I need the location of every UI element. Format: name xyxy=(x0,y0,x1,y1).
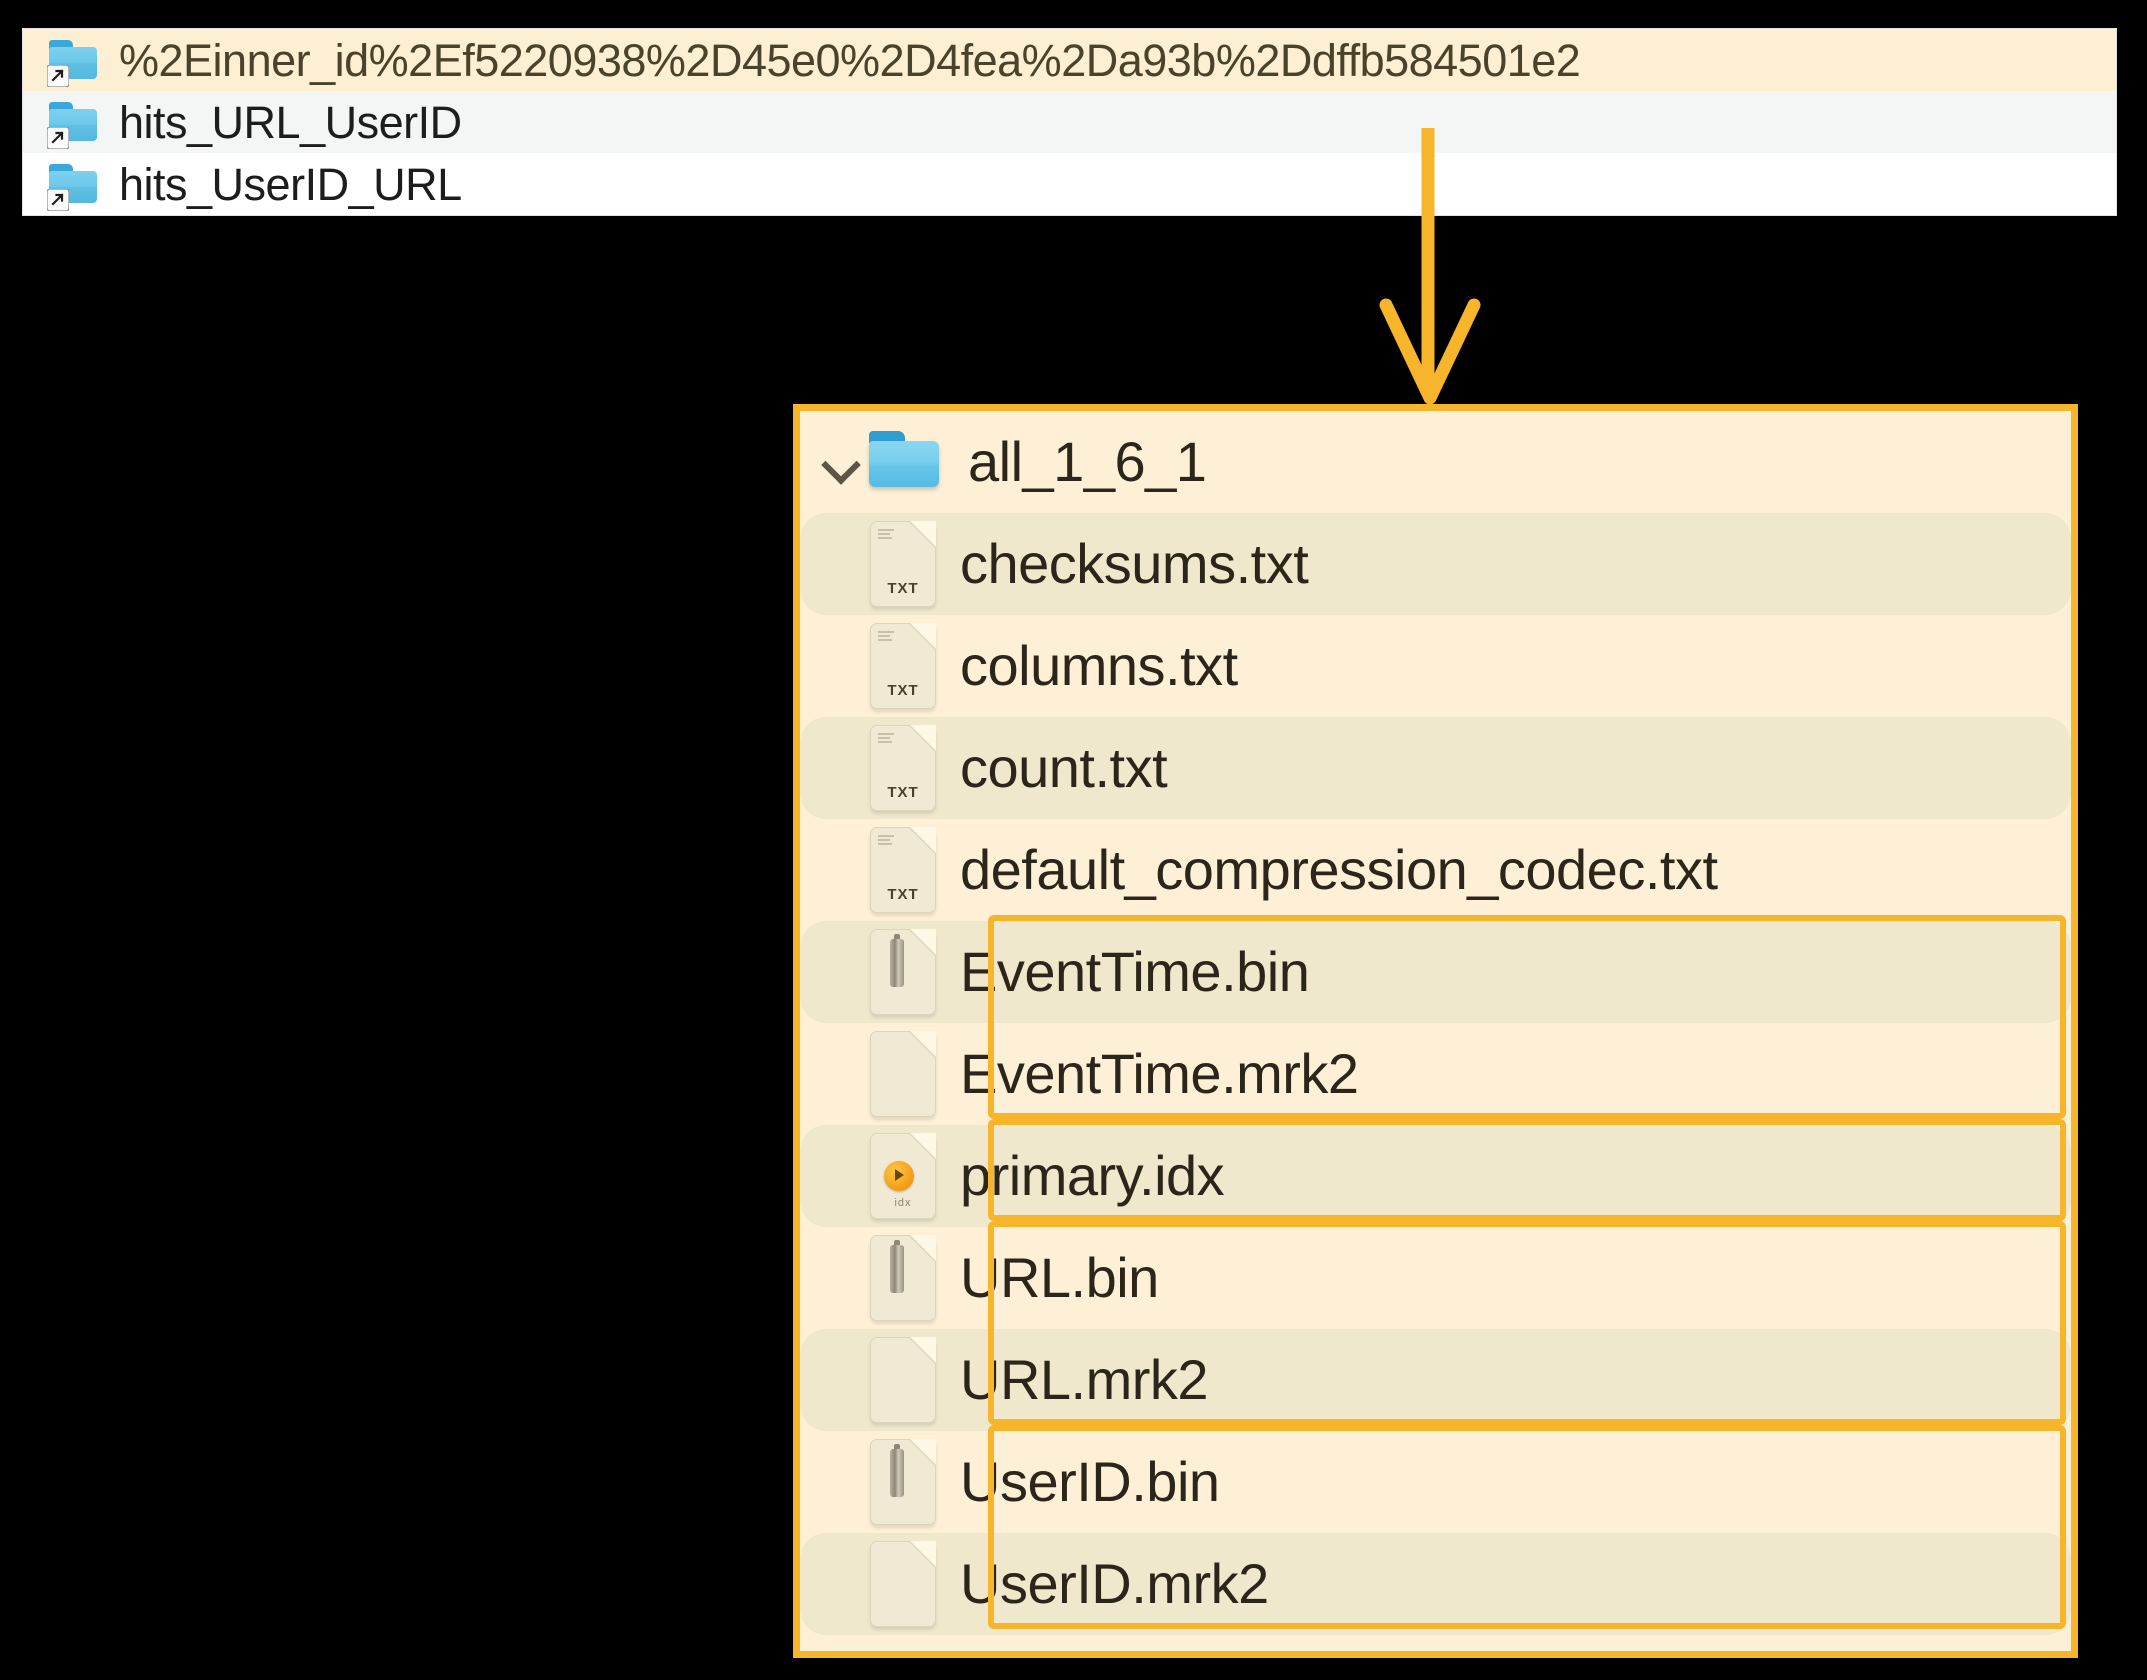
chevron-down-icon[interactable] xyxy=(818,440,862,484)
list-item-label: %2Einner_id%2Ef5220938%2D45e0%2D4fea%2Da… xyxy=(119,34,1581,86)
bin-file-icon xyxy=(870,929,936,1015)
file-kind-label: TXT xyxy=(887,886,919,903)
bin-file-icon xyxy=(870,1439,936,1525)
file-kind-label: TXT xyxy=(887,682,919,699)
txt-file-icon: TXT xyxy=(870,521,936,607)
file-row[interactable]: TXT default_compression_codec.txt xyxy=(800,819,2071,921)
list-item[interactable]: %2Einner_id%2Ef5220938%2D45e0%2D4fea%2Da… xyxy=(23,29,2116,91)
file-name-label: URL.bin xyxy=(960,1246,1159,1309)
txt-file-icon: TXT xyxy=(870,827,936,913)
txt-file-icon: TXT xyxy=(870,623,936,709)
file-row[interactable]: idx primary.idx xyxy=(800,1125,2071,1227)
file-row[interactable]: UserID.bin xyxy=(800,1431,2071,1533)
shortcut-arrow-glyph xyxy=(47,127,69,149)
folder-shortcut-icon xyxy=(47,98,101,149)
file-name-label: UserID.bin xyxy=(960,1450,1220,1513)
file-row[interactable]: TXT columns.txt xyxy=(800,615,2071,717)
file-name-label: EventTime.mrk2 xyxy=(960,1042,1359,1105)
blank-file-icon xyxy=(870,1337,936,1423)
file-row[interactable]: TXT checksums.txt xyxy=(800,513,2071,615)
file-name-label: UserID.mrk2 xyxy=(960,1552,1269,1615)
file-row[interactable]: TXT count.txt xyxy=(800,717,2071,819)
bin-file-icon xyxy=(870,1235,936,1321)
file-row[interactable]: EventTime.mrk2 xyxy=(800,1023,2071,1125)
file-name-label: URL.mrk2 xyxy=(960,1348,1209,1411)
file-row[interactable]: URL.bin xyxy=(800,1227,2071,1329)
list-item-label: hits_URL_UserID xyxy=(119,96,462,148)
txt-file-icon: TXT xyxy=(870,725,936,811)
blank-file-icon xyxy=(870,1031,936,1117)
file-name-label: default_compression_codec.txt xyxy=(960,838,1718,901)
shortcut-arrow-glyph xyxy=(47,65,69,87)
shortcut-arrow-glyph xyxy=(47,189,69,211)
list-item-label: hits_UserID_URL xyxy=(119,158,462,210)
idx-file-icon: idx xyxy=(870,1133,936,1219)
file-kind-label: TXT xyxy=(887,580,919,597)
file-kind-label: idx xyxy=(894,1197,912,1209)
file-row[interactable]: EventTime.bin xyxy=(800,921,2071,1023)
file-kind-label: TXT xyxy=(887,784,919,801)
file-name-label: columns.txt xyxy=(960,634,1238,697)
folder-icon xyxy=(868,431,946,493)
list-item[interactable]: hits_URL_UserID xyxy=(23,91,2116,153)
tree-root-row[interactable]: all_1_6_1 xyxy=(800,411,2071,513)
file-row[interactable]: URL.mrk2 xyxy=(800,1329,2071,1431)
top-file-list: %2Einner_id%2Ef5220938%2D45e0%2D4fea%2Da… xyxy=(22,28,2117,216)
expanded-part-panel: all_1_6_1 TXT checksums.txt TXT columns.… xyxy=(793,404,2078,1658)
folder-label: all_1_6_1 xyxy=(968,430,1207,493)
list-item[interactable]: hits_UserID_URL xyxy=(23,153,2116,215)
folder-shortcut-icon xyxy=(47,36,101,87)
folder-shortcut-icon xyxy=(47,160,101,211)
file-name-label: EventTime.bin xyxy=(960,940,1310,1003)
file-name-label: checksums.txt xyxy=(960,532,1309,595)
blank-file-icon xyxy=(870,1541,936,1627)
file-name-label: primary.idx xyxy=(960,1144,1225,1207)
file-row[interactable]: UserID.mrk2 xyxy=(800,1533,2071,1635)
file-name-label: count.txt xyxy=(960,736,1168,799)
